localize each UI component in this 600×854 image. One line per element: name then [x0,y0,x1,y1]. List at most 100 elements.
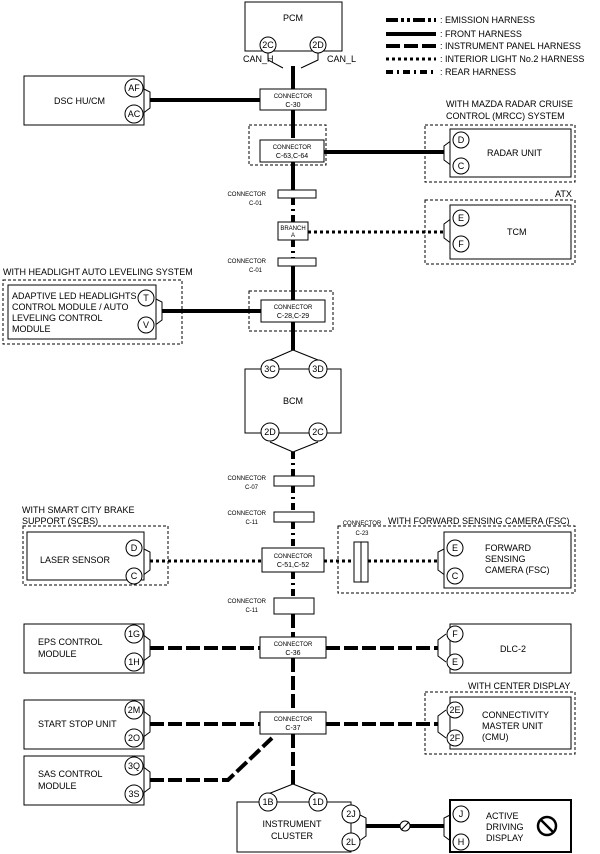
dsc-box [23,75,145,126]
pcm-pin-2c [259,36,277,54]
eps-pin-1g [124,624,144,644]
add-label-line2: DRIVING [486,822,524,832]
sas-module: SAS CONTROL MODULE 3Q 3S [23,755,145,806]
connector-c28-box [260,299,326,323]
headlight-pin-t-label: T [143,293,149,303]
connector-c01-upper-label: CONNECTOR [227,192,266,198]
headlight-label-line3: LEVELING CONTROL [12,313,103,323]
add-label-line3: DISPLAY [486,833,523,843]
atx-group-label: ATX [555,189,572,199]
cmu-label-line2: MASTER UNIT [482,721,544,731]
radar-unit-module: RADAR UNIT D C [449,128,572,178]
headlight-label-line2: CONTROL MODULE / AUTO [12,302,129,312]
connector-c01-lower-label: CONNECTOR [227,259,266,265]
connector-c07-box [273,475,315,487]
connector-c28: CONNECTOR C-28,C-29 [260,299,326,323]
pcm-pin-2d-label: 2D [312,40,324,50]
mrcc-connector-group [248,124,327,166]
connector-c63-id: C-63,C-64 [276,153,308,160]
wire-radar-pins [443,139,453,167]
legend-label-emission: : EMISSION HARNESS [440,15,535,25]
headlight-group-label: WITH HEADLIGHT AUTO LEVELING SYSTEM [3,267,193,277]
tcm-pin-f-label: F [458,239,464,249]
cmu-pin-2f-label: 2F [450,733,461,743]
sas-pin-3q-label: 3Q [128,761,140,771]
dlc-pin-e-label: E [452,657,458,667]
connector-c11-lower-id: C-11 [245,608,258,614]
pcm-can-h-label: CAN_H [243,54,274,64]
headlight-pin-v [137,316,155,334]
connector-c11-lower: CONNECTOR C-11 [227,597,315,615]
fsc-label-line3: CAMERA (FSC) [485,565,550,575]
sas-box [23,755,145,806]
connector-c30: CONNECTOR C-30 [259,88,327,111]
wire-dlc-pins [437,633,447,663]
headlight-pin-t [137,289,155,307]
pcm-module: PCM 2C 2D CAN_H CAN_L [243,1,356,64]
connector-c01-upper: CONNECTOR C-01 [227,189,317,207]
laser-sensor-module: LASER SENSOR D C [26,531,145,585]
fsc-module: FORWARD SENSING CAMERA (FSC) E C [443,531,572,589]
sas-pin-3s-label: 3S [128,789,139,799]
branch-a-box [277,221,309,241]
cluster-box [236,801,352,853]
bcm-label: BCM [283,396,303,406]
wire-bcm-2d [269,441,294,453]
scbs-group-label-line1: WITH SMART CITY BRAKE [22,505,135,515]
pcm-label: PCM [283,13,303,23]
wire-cluster-1b [267,783,294,795]
wire-sas-c37 [150,736,274,782]
start-stop-label: START STOP UNIT [38,719,117,729]
connector-c36-id: C-36 [285,650,300,657]
cluster-pin-2l [341,832,361,852]
cmu-module: CONNECTIVITY MASTER UNIT (CMU) 2E 2F [446,696,572,750]
connector-c23-id: C-23 [355,531,369,537]
fsc-label-line1: FORWARD [485,543,531,553]
prohibited-icon [536,815,558,837]
branch-a: BRANCH A [277,221,309,241]
wire-bcm-3c [269,349,294,361]
dsc-pin-af-label: AF [128,83,140,93]
eps-box [23,623,145,674]
headlight-pin-v-label: V [143,320,149,330]
dlc-box [449,623,572,674]
bcm-pin-3d-label: 3D [312,364,324,374]
laser-pin-d [125,539,143,557]
cluster-pin-2j [341,804,361,824]
connector-c51: CONNECTOR C-51,C-52 [261,547,325,573]
radar-label: RADAR UNIT [487,148,543,158]
mrcc-group-label-line2: CONTROL (MRCC) SYSTEM [446,111,565,121]
cluster-pin-1b [258,792,278,812]
connector-c11-lower-box [273,597,315,615]
connector-c01-lower-box [277,257,317,267]
bcm-pin-3d [308,359,328,379]
headlight-label-line4: MODULE [12,324,51,334]
bcm-module: BCM 3C 3D 2D 2C [244,359,342,442]
start-stop-pin-2m-label: 2M [128,705,141,715]
laser-pin-c [125,567,143,585]
bcm-pin-2c-label: 2C [312,427,324,437]
connector-c11-upper-id: C-11 [245,520,258,526]
start-stop-pin-2m [124,700,144,720]
cluster-label-line1: INSTRUMENT [263,819,322,829]
wire-add-pins [443,813,453,843]
wire-bcm-2c [292,441,319,453]
laser-box [26,531,145,581]
start-stop-pin-2o [124,728,144,748]
sas-pin-3s [124,784,144,804]
eps-pin-1h-label: 1H [128,657,140,667]
tcm-label: TCM [507,227,527,237]
connector-c11-upper-label: CONNECTOR [227,511,266,517]
add-pin-j [452,805,470,823]
wire-pcm-can-h [267,53,284,69]
radar-pin-d [452,131,470,149]
connector-c51-id: C-51,C-52 [277,562,309,569]
dlc-module: DLC-2 F E [446,623,572,674]
bcm-pin-2d-label: 2D [264,427,276,437]
connector-c01-lower-id: C-01 [249,268,263,274]
add-box [449,799,572,853]
wire-tcm-pins [443,217,453,245]
fsc-pin-c [446,567,464,585]
cmu-label-line1: CONNECTIVITY [482,710,549,720]
eps-module: EPS CONTROL MODULE 1G 1H [23,623,145,674]
